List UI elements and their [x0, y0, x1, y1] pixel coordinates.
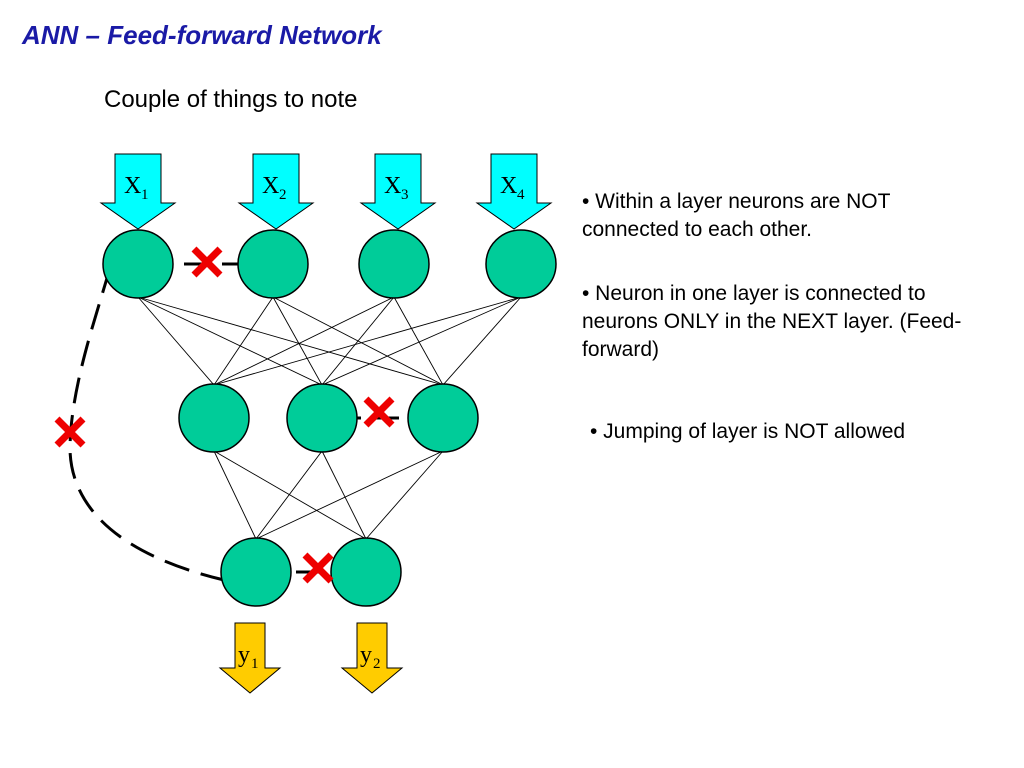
- input-label-subscript: 4: [517, 187, 525, 203]
- input-label: X: [500, 173, 517, 199]
- input-label: X: [384, 173, 401, 199]
- output-neuron: [330, 537, 402, 607]
- x-stroke: [302, 552, 334, 584]
- connection-line: [442, 296, 522, 386]
- connection-line: [137, 296, 215, 386]
- hidden-neuron: [407, 383, 479, 453]
- input-neuron: [237, 229, 309, 299]
- connection-line: [321, 296, 522, 386]
- note-within-layer: • Within a layer neurons are NOT connect…: [582, 190, 891, 241]
- connection-line: [321, 450, 367, 540]
- input-label-subscript: 2: [279, 187, 287, 203]
- output-label: y: [238, 642, 250, 668]
- input-label-subscript: 1: [141, 187, 149, 203]
- connection-line: [321, 296, 395, 386]
- connection-line: [213, 450, 257, 540]
- x-stroke: [54, 416, 86, 448]
- output-label: y: [360, 642, 372, 668]
- output-arrow: [340, 622, 404, 694]
- forbidden-x-icon: [191, 246, 223, 278]
- connection-line: [393, 296, 444, 386]
- connection-line: [213, 450, 367, 540]
- forbidden-x-icon: [54, 416, 86, 448]
- input-arrow: [237, 153, 315, 230]
- note-next-layer-only: • Neuron in one layer is connected to ne…: [582, 282, 962, 361]
- layer-jump-link: [68, 267, 225, 582]
- connection-line: [213, 296, 522, 386]
- input-neuron: [102, 229, 174, 299]
- hidden-neuron: [286, 383, 358, 453]
- forbidden-x-icon: [302, 552, 334, 584]
- output-neuron: [220, 537, 292, 607]
- output-label-subscript: 2: [373, 656, 381, 672]
- connection-line: [255, 450, 444, 540]
- forbidden-x-icon: [363, 396, 395, 428]
- input-arrow: [359, 153, 437, 230]
- note-no-layer-jumping: • Jumping of layer is NOT allowed: [590, 420, 906, 443]
- input-label: X: [124, 173, 141, 199]
- output-arrow: [218, 622, 282, 694]
- input-neuron: [485, 229, 557, 299]
- connection-line: [272, 296, 323, 386]
- x-stroke: [191, 246, 223, 278]
- input-neuron: [358, 229, 430, 299]
- connection-line: [213, 296, 395, 386]
- input-label: X: [262, 173, 279, 199]
- input-label-subscript: 3: [401, 187, 409, 203]
- connection-line: [137, 296, 444, 386]
- hidden-neuron: [178, 383, 250, 453]
- output-label-subscript: 1: [251, 656, 259, 672]
- connection-line: [213, 296, 274, 386]
- input-arrow: [99, 153, 177, 230]
- forbidden-marks-group: [54, 246, 395, 584]
- slide-title: ANN – Feed-forward Network: [22, 20, 382, 50]
- input-arrow: [475, 153, 553, 230]
- neurons-group: [102, 229, 557, 607]
- x-stroke: [363, 396, 395, 428]
- connection-line: [365, 450, 444, 540]
- connection-line: [137, 296, 323, 386]
- slide-subtitle: Couple of things to note: [104, 86, 358, 113]
- connection-line: [255, 450, 323, 540]
